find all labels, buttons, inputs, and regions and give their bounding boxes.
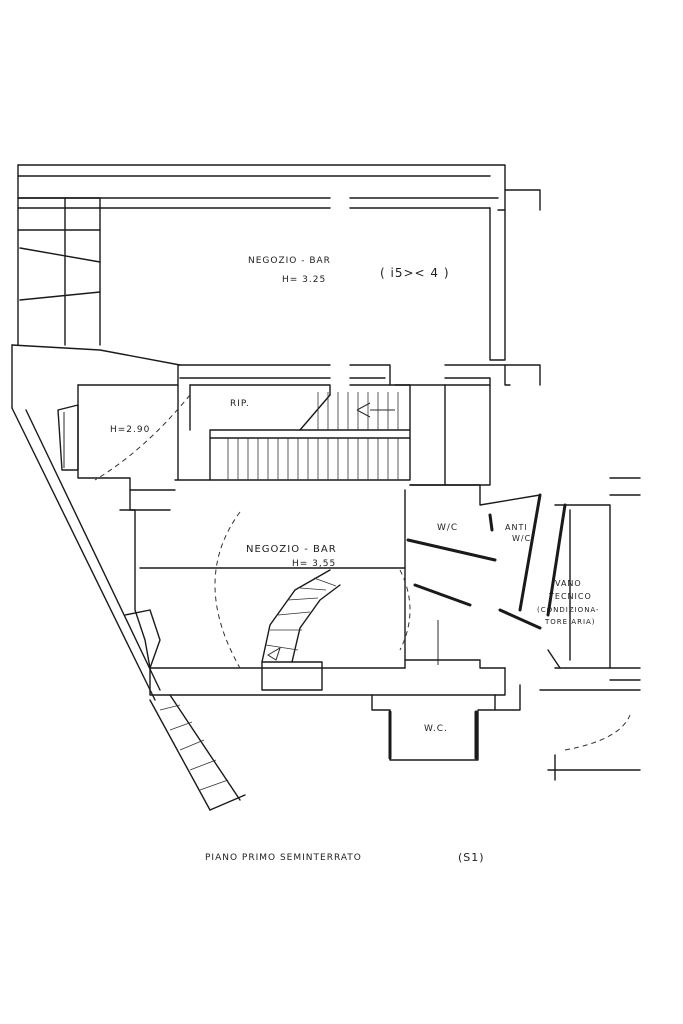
floor-title: PIANO PRIMO SEMINTERRATO: [205, 853, 362, 863]
plan-caption: PIANO PRIMO SEMINTERRATO (S1): [205, 851, 485, 864]
exterior-ramp: [149, 694, 246, 811]
lower-shop-name: NEGOZIO - BAR: [246, 544, 337, 555]
stairwell: [57, 364, 491, 491]
technical-room-line-3: (CONDIZIONA-: [537, 606, 600, 614]
lower-shop-height: H= 3,55: [292, 559, 336, 569]
anti-wc-label-1: ANTI: [505, 523, 528, 532]
outer-walls: [11, 164, 541, 701]
floor-code: (S1): [458, 851, 485, 864]
upper-shop-height: H= 3.25: [282, 275, 326, 285]
lower-wc: [371, 684, 521, 761]
lower-shop-walls: [119, 489, 506, 696]
lower-wc-label: W.C.: [424, 724, 448, 734]
wc-block: [406, 477, 641, 781]
stair-treads-upper: [317, 392, 399, 430]
technical-room-line-1: VANO: [555, 579, 582, 588]
upper-shop-name: NEGOZIO - BAR: [248, 256, 331, 266]
upper-shop-note: ( i5>< 4 ): [380, 266, 450, 280]
technical-room-line-2: TECNICO: [548, 592, 592, 601]
anti-wc-label-2: W/C: [512, 534, 531, 543]
stair-treads-lower: [227, 438, 399, 480]
storage-label: RIP.: [230, 399, 250, 409]
room-labels: NEGOZIO - BAR H= 3.25 ( i5>< 4 ) H=2.90 …: [110, 256, 600, 734]
wc-upper-label: W/C: [437, 523, 458, 533]
landing-height: H=2.90: [110, 425, 150, 435]
spiral-stair: [261, 569, 341, 691]
technical-room-line-4: TORE ARIA): [544, 618, 596, 626]
